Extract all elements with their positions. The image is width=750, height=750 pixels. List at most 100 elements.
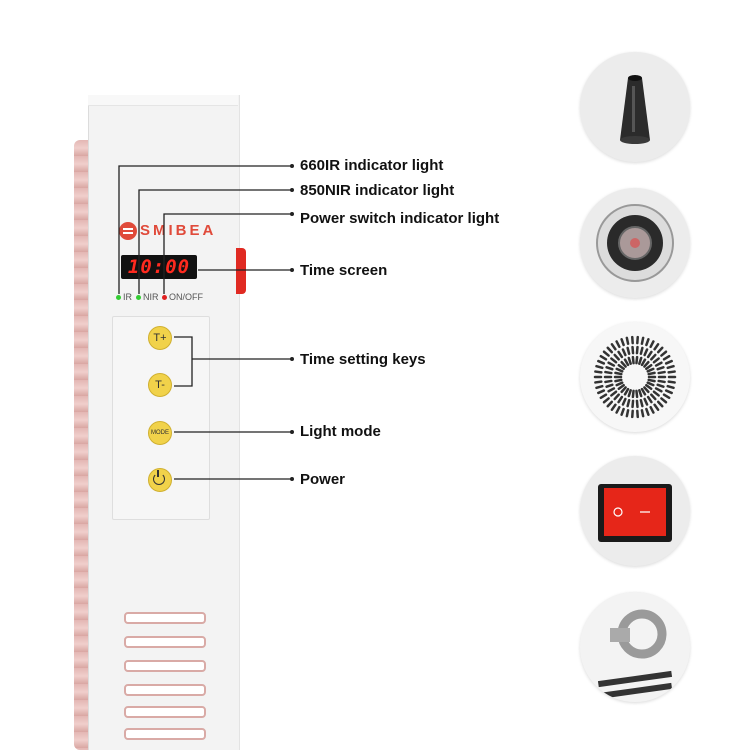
grille-slot (654, 387, 663, 393)
grille-slot (614, 378, 623, 383)
label-power-switch-indicator: Power switch indicator light (300, 210, 500, 227)
mode-key[interactable]: MODE (148, 421, 172, 445)
grille-slot (614, 371, 623, 376)
grille-slot (653, 343, 660, 351)
power-key[interactable] (148, 468, 172, 492)
side-cable-wrap (74, 140, 90, 750)
green-dot-icon (116, 295, 121, 301)
grille-slot (594, 380, 603, 384)
grille-slot (627, 389, 632, 398)
grille-slot (607, 361, 616, 367)
grille-slot (649, 405, 655, 414)
grille-slot (666, 364, 675, 370)
grille-slot (617, 395, 624, 404)
ir-indicator: IR (116, 292, 132, 302)
grille-slot (602, 350, 610, 357)
grille-slot (646, 381, 655, 387)
time-screen: 10:00 (121, 255, 197, 279)
grille-slot (638, 389, 643, 398)
grille-slot (615, 381, 624, 387)
detail-rocker-switch (580, 456, 690, 566)
eye-bolt-icon (580, 592, 690, 702)
grille-slot (638, 356, 643, 365)
vent-slot (124, 660, 206, 672)
device-top-edge (88, 95, 238, 106)
grille-slot (599, 393, 608, 400)
grille-slot (657, 370, 666, 375)
grille-slot (645, 363, 653, 371)
grille-slot (660, 397, 668, 404)
grille-slot (597, 389, 606, 395)
grille-slot (650, 353, 657, 361)
detail-eye-bolt (580, 592, 690, 702)
grille-slot (615, 405, 621, 414)
grille-slot (643, 397, 649, 406)
grille-slot (650, 393, 657, 401)
grille-slot (666, 384, 675, 390)
grille-slot (645, 407, 650, 416)
grille-slot (646, 367, 655, 373)
brand-logo-icon (119, 222, 137, 240)
grille-slot (640, 336, 645, 345)
grille-slot (599, 354, 608, 361)
grille-slot (643, 348, 649, 357)
grille-slot (623, 358, 630, 367)
grille-slot (652, 357, 660, 364)
detail-hanging-nozzle (580, 52, 690, 162)
brand-name: SMIBEA (140, 222, 217, 239)
grille-slot (620, 386, 627, 394)
grille-slot (639, 399, 644, 408)
grille-slot (646, 395, 653, 404)
grille-slot (620, 360, 627, 368)
grille-slot (646, 350, 653, 359)
grille-slot (606, 400, 614, 408)
grille-slot (654, 361, 663, 367)
time-plus-key[interactable]: T+ (148, 326, 172, 350)
grille-slot (610, 403, 617, 411)
label-660ir: 660IR indicator light (300, 157, 444, 174)
grille-slot (656, 366, 665, 371)
grille-slot (667, 370, 676, 374)
label-time-screen: Time screen (300, 262, 388, 279)
grille-slot (626, 399, 631, 408)
grille-slot (643, 386, 650, 394)
vent-slot (124, 684, 206, 696)
side-rocker-switch (236, 248, 246, 294)
grille-slot (643, 360, 650, 368)
grille-slot (657, 379, 666, 384)
vent-slot (124, 636, 206, 648)
grille-slot (610, 390, 618, 397)
grille-slot (631, 355, 635, 365)
label-time-setting-keys: Time setting keys (300, 351, 426, 368)
grille-slot (635, 389, 639, 399)
grille-slot (604, 370, 613, 375)
vent-slot (124, 728, 206, 740)
red-dot-icon (162, 295, 167, 301)
grille-slot (594, 370, 603, 374)
grille-slot (607, 387, 616, 393)
grille-slot (635, 355, 639, 365)
power-icon (153, 470, 165, 485)
socket-icon (596, 204, 674, 282)
ir-indicator-label: IR (123, 292, 132, 302)
grille-slot (640, 358, 647, 367)
grille-slot (605, 366, 614, 371)
grille-slot (656, 400, 664, 408)
grille-slot (631, 389, 635, 399)
fan-grille-icon (593, 335, 677, 419)
nozzle-icon (620, 75, 650, 144)
grille-slot (615, 340, 621, 349)
nir-indicator: NIR (136, 292, 159, 302)
grille-slot (620, 407, 625, 416)
time-minus-key[interactable]: T- (148, 373, 172, 397)
grille-slot (662, 393, 671, 400)
grille-slot (667, 380, 676, 384)
grille-slot (647, 378, 656, 383)
grille-slot (595, 364, 604, 370)
grille-slot (613, 393, 620, 401)
label-power: Power (300, 471, 346, 488)
onoff-indicator: ON/OFF (162, 292, 203, 302)
grille-slot (652, 390, 660, 397)
grille-slot (627, 356, 632, 365)
grille-slot (615, 367, 624, 373)
